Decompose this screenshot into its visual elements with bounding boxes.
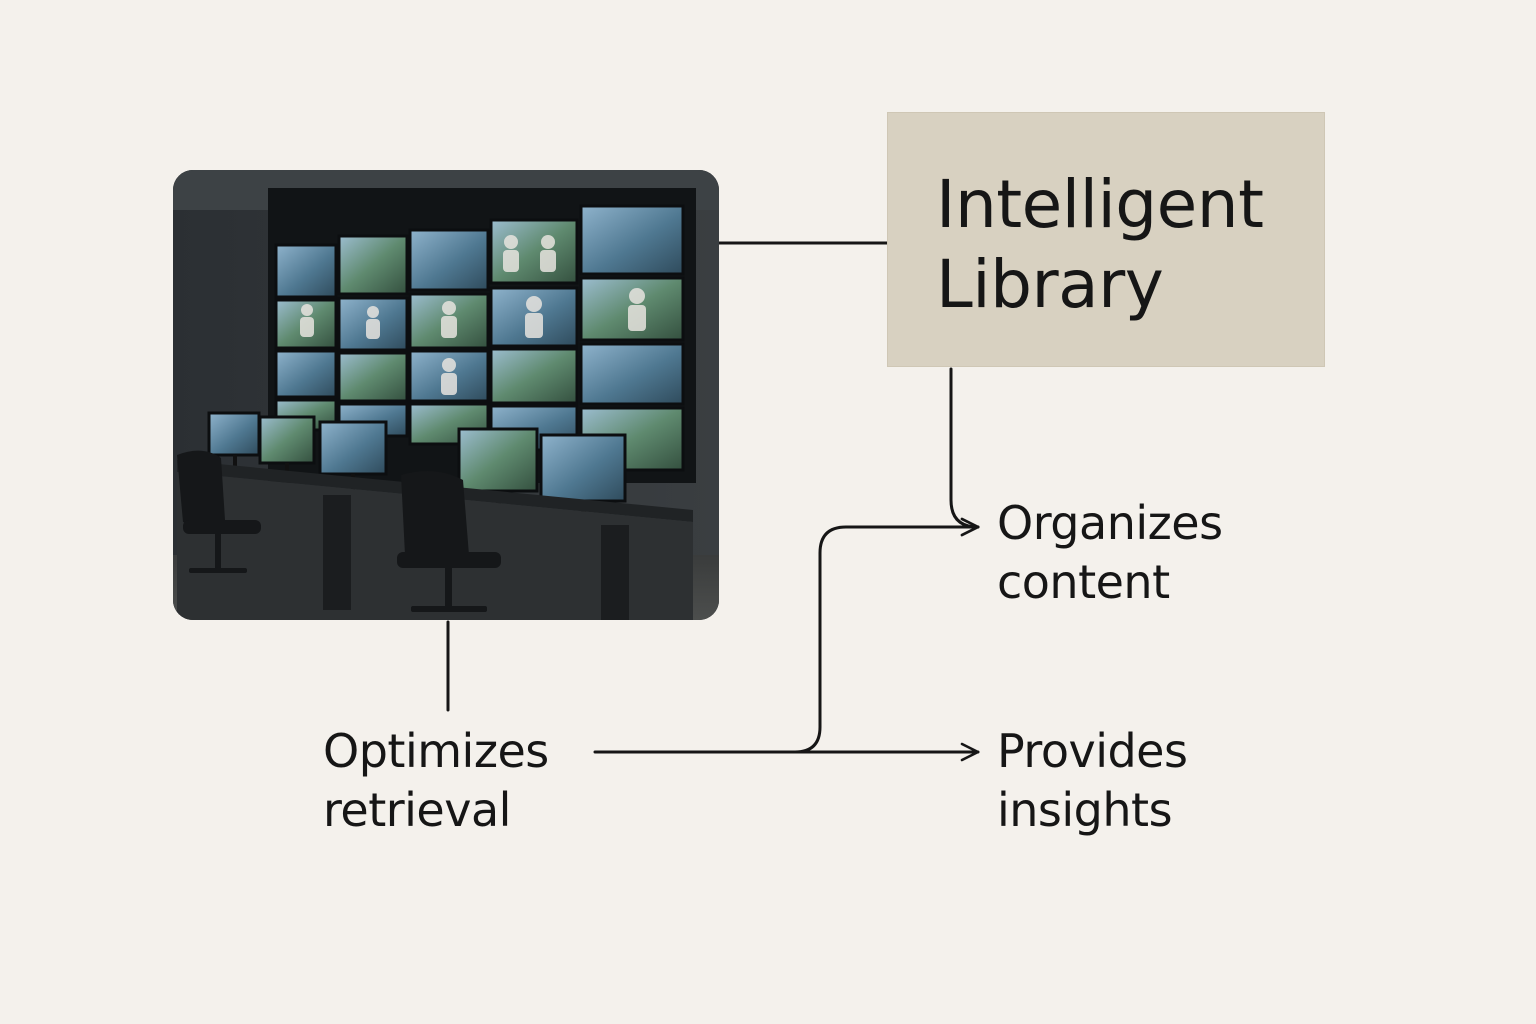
organizes-content-label: Organizes content <box>997 496 1223 609</box>
control-room-photo <box>173 170 719 620</box>
intelligent-library-title: Intelligent Library <box>936 166 1264 323</box>
control-room-illustration <box>173 170 719 620</box>
intelligent-library-box: Intelligent Library <box>887 112 1325 367</box>
desk-monitors <box>207 411 627 517</box>
office-chairs <box>177 450 501 612</box>
people-on-screens <box>300 235 646 395</box>
provides-insights-label: Provides insights <box>997 724 1188 837</box>
optimizes-retrieval-label: Optimizes retrieval <box>323 724 549 837</box>
connector-library-to-organizes <box>949 367 980 537</box>
